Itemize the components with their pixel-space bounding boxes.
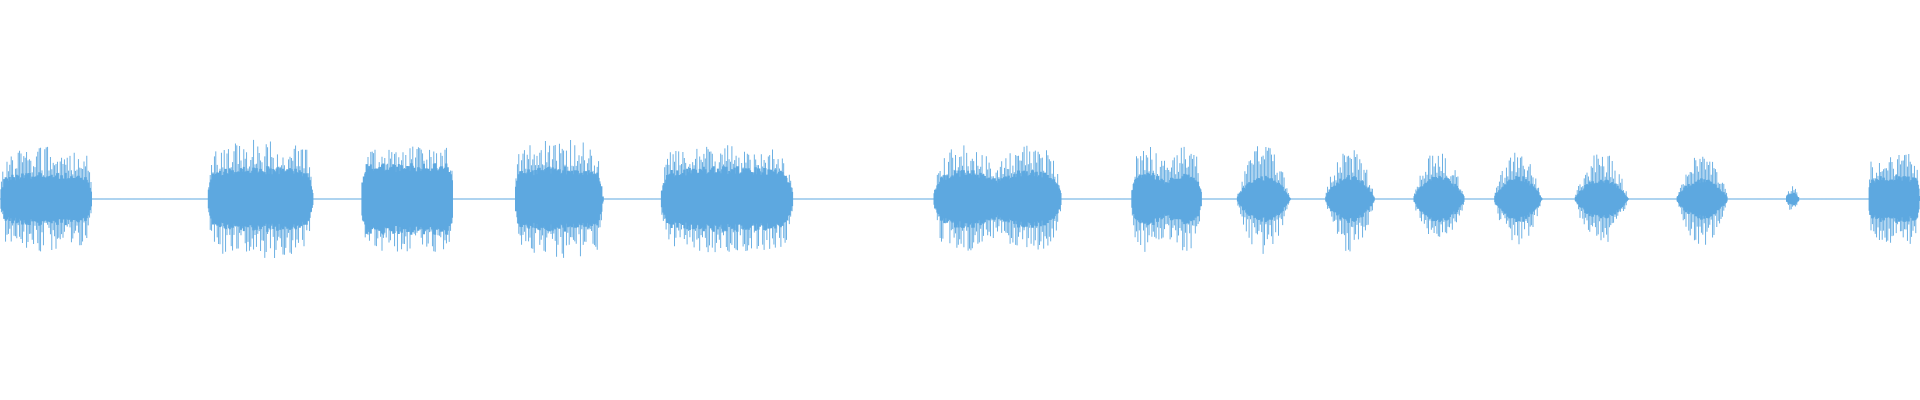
- waveform-dense-body: [0, 163, 1920, 235]
